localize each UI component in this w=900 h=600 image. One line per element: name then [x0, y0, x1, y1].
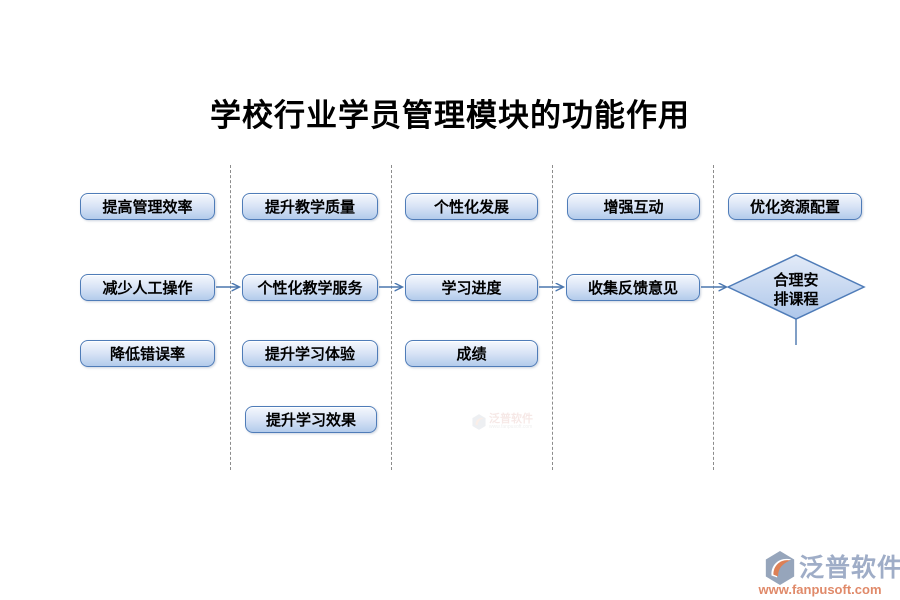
vendor-website-url: www.fanpusoft.com — [758, 582, 882, 597]
column-divider-4 — [713, 165, 714, 470]
watermark-url: www.fanpusoft.com — [489, 424, 533, 431]
watermark-logo-icon — [472, 413, 486, 430]
diamond-label-line1: 合理安 — [772, 271, 818, 289]
column-divider-2 — [391, 165, 392, 470]
flow-box-reduce-manual-work: 减少人工操作 — [80, 274, 215, 301]
page-title: 学校行业学员管理模块的功能作用 — [210, 98, 690, 133]
flow-box-lower-error-rate: 降低错误率 — [80, 340, 215, 367]
flow-box-improve-learning-outcome: 提升学习效果 — [245, 406, 377, 433]
flow-box-personalized-development: 个性化发展 — [405, 193, 538, 220]
decision-diamond-schedule-courses — [726, 254, 866, 320]
diamond-label-line2: 排课程 — [773, 290, 818, 308]
flow-box-collect-feedback: 收集反馈意见 — [566, 274, 700, 301]
column-divider-1 — [230, 165, 231, 470]
vendor-logo: 泛普软件 www.fanpusoft.com — [746, 548, 900, 598]
flow-box-improve-teaching-quality: 提升教学质量 — [242, 193, 378, 220]
watermark-brand: 泛普软件 — [489, 413, 533, 425]
flow-box-grades: 成绩 — [405, 340, 538, 367]
flow-box-improve-management-efficiency: 提高管理效率 — [80, 193, 215, 220]
vendor-logo-icon — [765, 551, 795, 585]
vendor-brand-name: 泛普软件 — [799, 554, 900, 582]
center-watermark: 泛普软件 www.fanpusoft.com — [472, 413, 533, 431]
column-divider-3 — [552, 165, 553, 470]
flow-box-personalized-teaching-service: 个性化教学服务 — [242, 274, 378, 301]
flow-box-learning-progress: 学习进度 — [405, 274, 538, 301]
flow-box-optimize-resource-allocation: 优化资源配置 — [728, 193, 862, 220]
flow-box-enhance-interaction: 增强互动 — [567, 193, 700, 220]
flow-box-improve-learning-experience: 提升学习体验 — [242, 340, 378, 367]
